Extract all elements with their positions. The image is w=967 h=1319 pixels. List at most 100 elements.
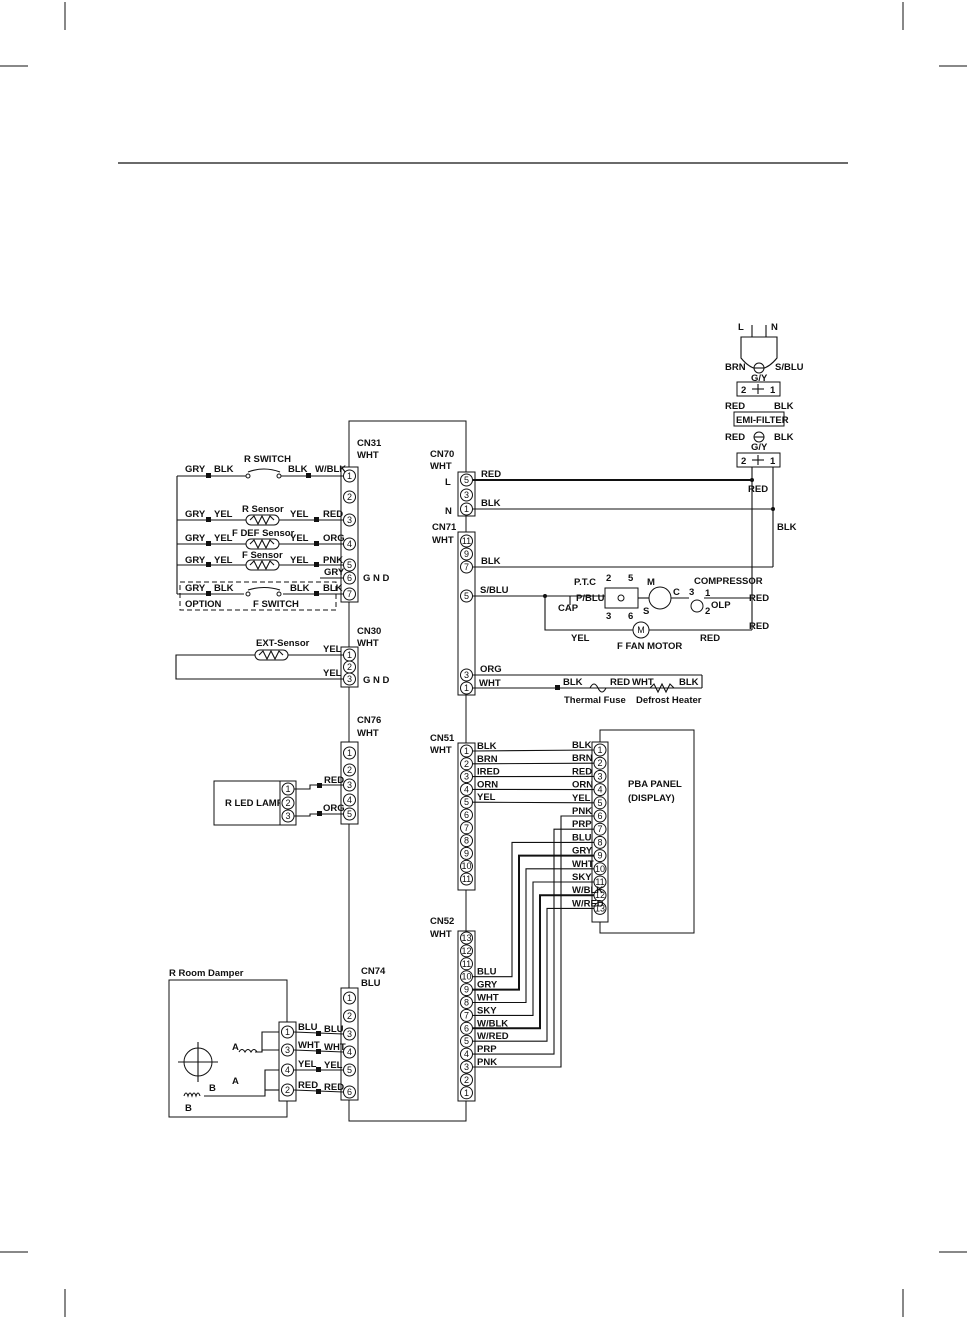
cn51-pin-4 — [460, 782, 473, 796]
svg-text:L: L — [738, 322, 744, 333]
cn51-pin-7-number: 7 — [464, 823, 469, 833]
pba-pin-5-number: 5 — [597, 798, 602, 808]
cn51-wire-label-3: IRED — [477, 767, 500, 778]
cn51-pin-2 — [460, 757, 473, 771]
svg-text:BLK: BLK — [214, 583, 234, 594]
fan-motor-symbol: M — [632, 621, 650, 639]
svg-text:2: 2 — [347, 492, 352, 502]
ext-sensor-label: EXT-Sensor — [256, 638, 310, 649]
cn52-wire-label-5: W/RED — [477, 1031, 509, 1042]
svg-text:RED: RED — [748, 484, 768, 495]
svg-text:BLK: BLK — [481, 498, 501, 509]
svg-text:2: 2 — [741, 456, 746, 467]
thermal-fuse-label: Thermal Fuse — [564, 695, 626, 706]
svg-text:BLK: BLK — [774, 432, 794, 443]
svg-text:1: 1 — [464, 683, 469, 693]
svg-text:CAP: CAP — [558, 603, 579, 614]
svg-text:GRY: GRY — [185, 555, 206, 566]
svg-text:A: A — [232, 1076, 239, 1087]
pba-wire-label-2: BRN — [572, 753, 593, 764]
svg-text:1: 1 — [705, 588, 711, 599]
svg-text:RED: RED — [725, 401, 745, 412]
option-label: OPTION — [185, 599, 222, 610]
svg-text:B: B — [209, 1083, 216, 1094]
cn52-pin-8 — [460, 996, 473, 1009]
svg-text:BLK: BLK — [214, 464, 234, 475]
svg-text:1: 1 — [347, 650, 352, 660]
svg-text:5: 5 — [464, 475, 469, 485]
emi-filter-label: EMI-FILTER — [736, 415, 789, 426]
svg-text:2: 2 — [347, 1011, 352, 1021]
svg-text:M: M — [647, 577, 655, 588]
cn52-pin-11 — [460, 957, 473, 971]
svg-text:4: 4 — [347, 795, 352, 805]
svg-text:5: 5 — [628, 573, 634, 584]
svg-text:2: 2 — [705, 606, 710, 617]
cn52-wire-label-8: WHT — [477, 993, 499, 1004]
cn52-wire-label-10: BLU — [477, 967, 497, 978]
cn76-name: CN76 — [357, 715, 381, 726]
svg-text:WHT: WHT — [298, 1040, 320, 1051]
cn51-wire-5 — [472, 801, 595, 804]
svg-text:6: 6 — [628, 611, 633, 622]
svg-text:GRY: GRY — [185, 464, 206, 475]
pba-pin-1-number: 1 — [597, 745, 602, 755]
svg-text:BLK: BLK — [679, 677, 699, 688]
svg-text:2: 2 — [347, 765, 352, 775]
cn52-name: CN52 — [430, 916, 454, 927]
pba-pin-10-number: 10 — [595, 864, 605, 874]
svg-text:GRY: GRY — [185, 509, 206, 520]
pba-pin-13-number: 13 — [595, 903, 605, 913]
pba-wire-label-8: BLU — [572, 832, 592, 843]
svg-text:RED: RED — [749, 593, 769, 604]
cn52-pin-1-number: 1 — [464, 1088, 469, 1098]
svg-text:G/Y: G/Y — [751, 373, 768, 384]
cn71-name: CN71 — [432, 522, 457, 533]
cn52-pin-7 — [460, 1008, 473, 1022]
cn52-pin-6-number: 6 — [464, 1023, 469, 1033]
svg-text:4: 4 — [285, 1065, 290, 1075]
cn76-color: WHT — [357, 728, 379, 739]
cn70-color: WHT — [430, 461, 452, 472]
cn51-pin-10 — [460, 859, 473, 873]
svg-text:7: 7 — [464, 562, 469, 572]
cn52-wire-label-6: W/BLK — [477, 1018, 508, 1029]
cn52-wire-6 — [473, 894, 594, 1030]
svg-text:3: 3 — [285, 1045, 290, 1055]
cn52-pin-7-number: 7 — [464, 1010, 469, 1020]
svg-text:YEL: YEL — [290, 555, 309, 566]
svg-text:YEL: YEL — [214, 555, 233, 566]
cn52-wire-label-9: GRY — [477, 980, 498, 991]
cn51-pin-7 — [460, 821, 473, 835]
svg-text:G/Y: G/Y — [751, 442, 768, 453]
r-led-lamp-label: R LED LAMP — [225, 798, 284, 809]
cn52-wire-8 — [473, 868, 594, 1004]
pba-wire-label-12: W/BLK — [572, 885, 603, 896]
svg-text:WHT: WHT — [324, 1042, 346, 1053]
cn31-color: WHT — [357, 450, 379, 461]
cn52-wire-label-7: SKY — [477, 1005, 497, 1016]
cn51-wire-2 — [472, 762, 595, 765]
cn51-pin-8-number: 8 — [464, 836, 469, 846]
cn52-pin-13-number: 13 — [461, 933, 471, 943]
svg-text:RED: RED — [324, 775, 344, 786]
svg-text:2: 2 — [285, 798, 290, 808]
svg-text:N: N — [771, 322, 778, 333]
cn31-gnd: G N D — [363, 573, 390, 584]
pba-pin-6-number: 6 — [597, 811, 602, 821]
svg-text:RED: RED — [725, 432, 745, 443]
olp-symbol: OLP 3 1 2 — [689, 587, 731, 617]
svg-text:3: 3 — [347, 515, 352, 525]
f-switch-label: F SWITCH — [253, 599, 299, 610]
cn52-pin-11-number: 11 — [462, 959, 471, 969]
svg-text:YEL: YEL — [323, 644, 342, 655]
pba-panel-label: PBA PANEL — [628, 779, 682, 790]
svg-text:1: 1 — [770, 456, 776, 467]
cn52-pin-9-number: 9 — [464, 985, 469, 995]
svg-text:2: 2 — [741, 385, 746, 396]
svg-text:BLK: BLK — [288, 464, 308, 475]
svg-text:5: 5 — [464, 591, 469, 601]
cn51-wire-label-2: BRN — [477, 754, 498, 765]
